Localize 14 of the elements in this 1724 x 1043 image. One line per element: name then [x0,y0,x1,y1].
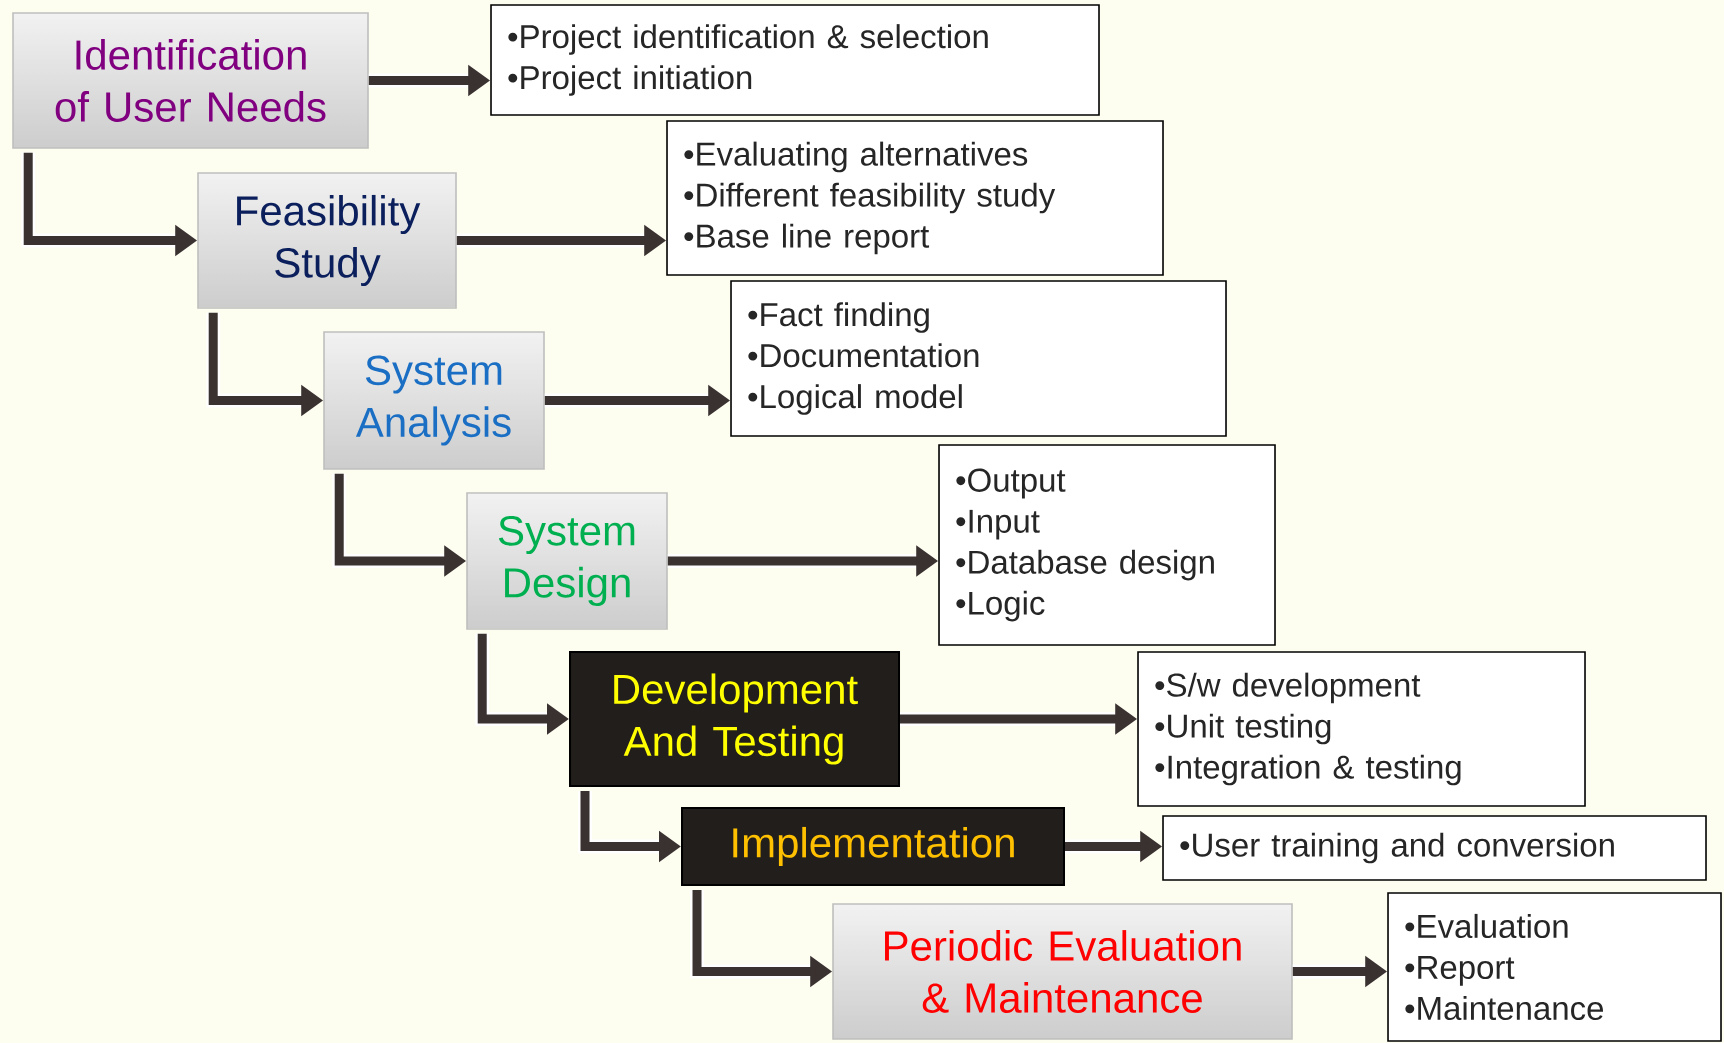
stage-box: Development And Testing [569,651,900,787]
stage-box: System Analysis [323,331,545,470]
stage-box: System Design [466,492,668,630]
stage-box: Implementation [681,807,1065,886]
bullet-list-box: •Evaluation •Report •Maintenance [1387,892,1722,1042]
bullet-list-box: •Evaluating alternatives •Different feasibility study •Base line report [666,120,1164,276]
stage-box: Feasibility Study [197,172,457,309]
bullet-list-box: •Output •Input •Database design •Logic [938,444,1276,646]
stage-box: Identification of User Needs [12,12,369,149]
stage-box: Periodic Evaluation & Maintenance [832,903,1293,1040]
bullet-list-box: •Fact finding •Documentation •Logical model [730,280,1227,437]
bullet-list-box: •S/w development •Unit testing •Integration & testing [1137,651,1586,807]
bullet-list-box: •User training and conversion [1162,815,1707,881]
bullet-list-box: •Project identification & selection •Project initiation [490,4,1100,116]
